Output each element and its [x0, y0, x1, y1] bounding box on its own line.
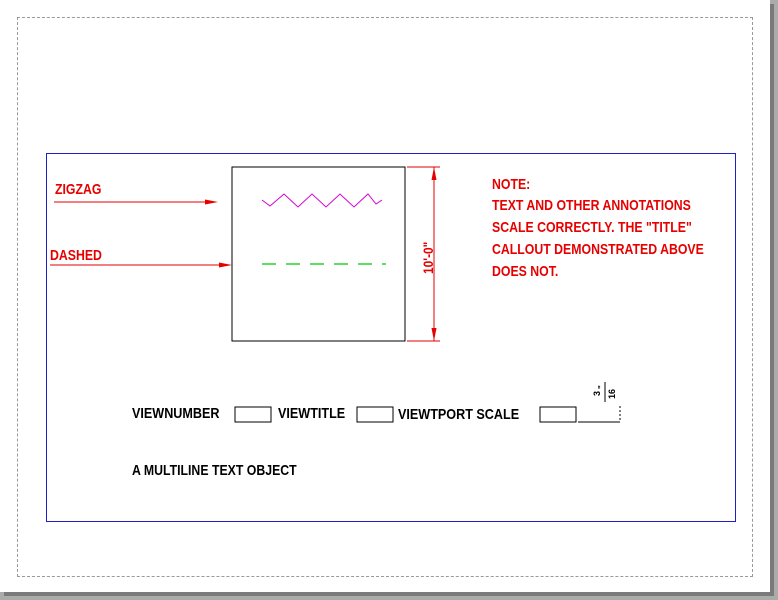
- vertical-dimension[interactable]: [407, 166, 440, 342]
- zigzag-label: ZIGZAG: [55, 181, 102, 198]
- scale-unit-mark: ": [597, 385, 606, 389]
- zigzag-line[interactable]: [261, 193, 383, 208]
- note-line-4: CALLOUT DEMONSTRATED ABOVE: [492, 241, 704, 258]
- note-line-5: DOES NOT.: [492, 263, 559, 280]
- viewport-scale-box[interactable]: [539, 406, 577, 423]
- viewport-scale-label: VIEWTPORT SCALE: [398, 406, 520, 423]
- zigzag-arrowhead: [205, 199, 218, 205]
- layout-sheet: ZIGZAG DASHED 10'-0" NOTE: TEXT AND OTHE…: [0, 0, 770, 592]
- multiline-text-object[interactable]: A MULTILINE TEXT OBJECT: [132, 462, 297, 479]
- dimension-text: 10'-0": [420, 241, 436, 274]
- dashed-arrowhead: [219, 262, 232, 268]
- note-line-3: SCALE CORRECTLY. THE "TITLE": [492, 219, 692, 236]
- printable-area-border: [17, 17, 753, 577]
- viewport-frame[interactable]: [46, 153, 736, 522]
- note-line-2: TEXT AND OTHER ANNOTATIONS: [492, 197, 691, 214]
- note-line-1: NOTE:: [492, 176, 531, 193]
- drawing-canvas: [50, 166, 621, 423]
- viewtitle-box[interactable]: [356, 406, 394, 423]
- viewtitle-label: VIEWTITLE: [278, 405, 346, 422]
- scale-numerator: 3: [592, 390, 602, 396]
- viewnumber-label: VIEWNUMBER: [132, 405, 220, 422]
- square-object[interactable]: [231, 166, 406, 342]
- viewnumber-box[interactable]: [234, 406, 272, 423]
- dashed-label: DASHED: [50, 247, 102, 264]
- scale-denominator: 16: [607, 388, 617, 399]
